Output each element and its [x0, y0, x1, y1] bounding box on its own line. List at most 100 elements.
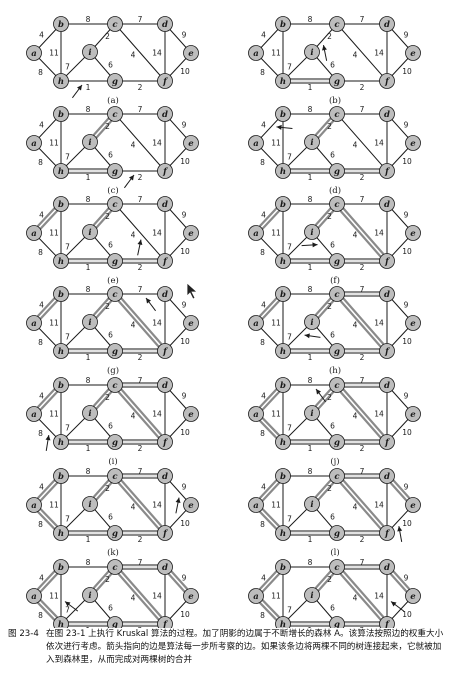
- node-label-d: d: [162, 563, 168, 573]
- node-f: [379, 616, 395, 628]
- node-label-e: e: [188, 501, 194, 511]
- node-b: [275, 559, 291, 575]
- node-label-c: c: [334, 20, 340, 30]
- node-label-g: g: [334, 620, 340, 628]
- node-label-e: e: [410, 410, 416, 420]
- node-e: [183, 45, 199, 61]
- node-label-h: h: [58, 167, 64, 177]
- arrow-icon: [276, 124, 293, 130]
- edge-weight-ef: 10: [180, 247, 190, 256]
- node-e: [183, 315, 199, 331]
- edge-weight-df: 14: [152, 319, 162, 328]
- node-f: [157, 616, 173, 628]
- node-d: [379, 196, 395, 212]
- node-b: [53, 468, 69, 484]
- edge-weight-de: 9: [404, 574, 409, 583]
- edge-weight-cf: 4: [131, 51, 136, 60]
- edge-weight-fg: 2: [138, 535, 143, 544]
- node-e: [405, 406, 421, 422]
- edge-weight-gh: 1: [308, 353, 313, 362]
- edge-weight-hi: 7: [65, 63, 70, 72]
- edge-weight-bc: 8: [308, 467, 313, 476]
- node-label-e: e: [188, 49, 194, 59]
- edge-weight-ab: 4: [261, 301, 266, 310]
- edge-weight-gi: 6: [108, 513, 113, 522]
- edge-weight-ab: 4: [261, 574, 266, 583]
- node-h: [53, 525, 69, 541]
- panel-label: (b): [329, 95, 341, 106]
- edge-weight-de: 9: [404, 211, 409, 220]
- edge-weight-gi: 6: [330, 513, 335, 522]
- edge-weight-ci: 2: [105, 32, 110, 41]
- node-c: [329, 286, 345, 302]
- node-e: [405, 315, 421, 331]
- node-a: [26, 45, 42, 61]
- edge-weight-gh: 1: [308, 173, 313, 182]
- edge-weight-cd: 7: [360, 285, 365, 294]
- node-i: [82, 314, 98, 330]
- node-label-a: a: [31, 229, 37, 239]
- edge-weight-bh: 11: [271, 410, 281, 419]
- edge-weight-cf: 4: [131, 412, 136, 421]
- node-c: [329, 377, 345, 393]
- node-i: [304, 224, 320, 240]
- node-a: [248, 497, 264, 513]
- edge-weight-bc: 8: [308, 376, 313, 385]
- edge-weight-gh: 1: [86, 535, 91, 544]
- node-g: [107, 525, 123, 541]
- node-label-h: h: [58, 347, 64, 357]
- node-label-b: b: [58, 563, 64, 573]
- node-label-e: e: [410, 501, 416, 511]
- edge-weight-gh: 1: [308, 535, 313, 544]
- node-label-e: e: [188, 410, 194, 420]
- node-g: [329, 616, 345, 628]
- edge-weight-df: 14: [152, 229, 162, 238]
- node-f: [379, 343, 395, 359]
- arrow-icon: [304, 333, 321, 339]
- panel-label: (e): [107, 275, 119, 286]
- node-h: [275, 253, 291, 269]
- edge-weight-cf: 4: [353, 594, 358, 603]
- node-label-h: h: [58, 620, 64, 628]
- edge-weight-ah: 8: [260, 429, 265, 438]
- node-a: [26, 497, 42, 513]
- node-label-i: i: [88, 48, 91, 58]
- edge-cf: [336, 23, 388, 82]
- node-c: [329, 468, 345, 484]
- node-b: [53, 16, 69, 32]
- node-label-b: b: [58, 200, 64, 210]
- node-label-d: d: [162, 20, 168, 30]
- edge-weight-bc: 8: [86, 558, 91, 567]
- edge-weight-ci: 2: [105, 302, 110, 311]
- node-label-h: h: [280, 167, 286, 177]
- node-label-g: g: [112, 347, 118, 357]
- node-label-f: f: [162, 438, 168, 448]
- edge-weight-ci: 2: [327, 32, 332, 41]
- node-h: [275, 434, 291, 450]
- node-c: [329, 16, 345, 32]
- edge-weight-bc: 8: [308, 195, 313, 204]
- arrow-icon: [45, 435, 51, 451]
- edge-weight-cf: 4: [131, 321, 136, 330]
- panel-label: (h): [329, 365, 341, 376]
- edge-weight-df: 14: [374, 319, 384, 328]
- node-c: [107, 286, 123, 302]
- node-label-g: g: [112, 529, 118, 539]
- edge-weight-de: 9: [404, 31, 409, 40]
- edge-weight-hi: 7: [287, 333, 292, 342]
- edge-cf: [114, 293, 166, 352]
- node-label-g: g: [334, 347, 340, 357]
- edge-weight-df: 14: [374, 501, 384, 510]
- node-h: [53, 163, 69, 179]
- node-i: [304, 134, 320, 150]
- node-label-c: c: [334, 200, 340, 210]
- node-c: [107, 377, 123, 393]
- edge-weight-fg: 2: [138, 444, 143, 453]
- edge-weight-ah: 8: [260, 248, 265, 257]
- node-label-e: e: [188, 229, 194, 239]
- node-label-i: i: [310, 591, 313, 601]
